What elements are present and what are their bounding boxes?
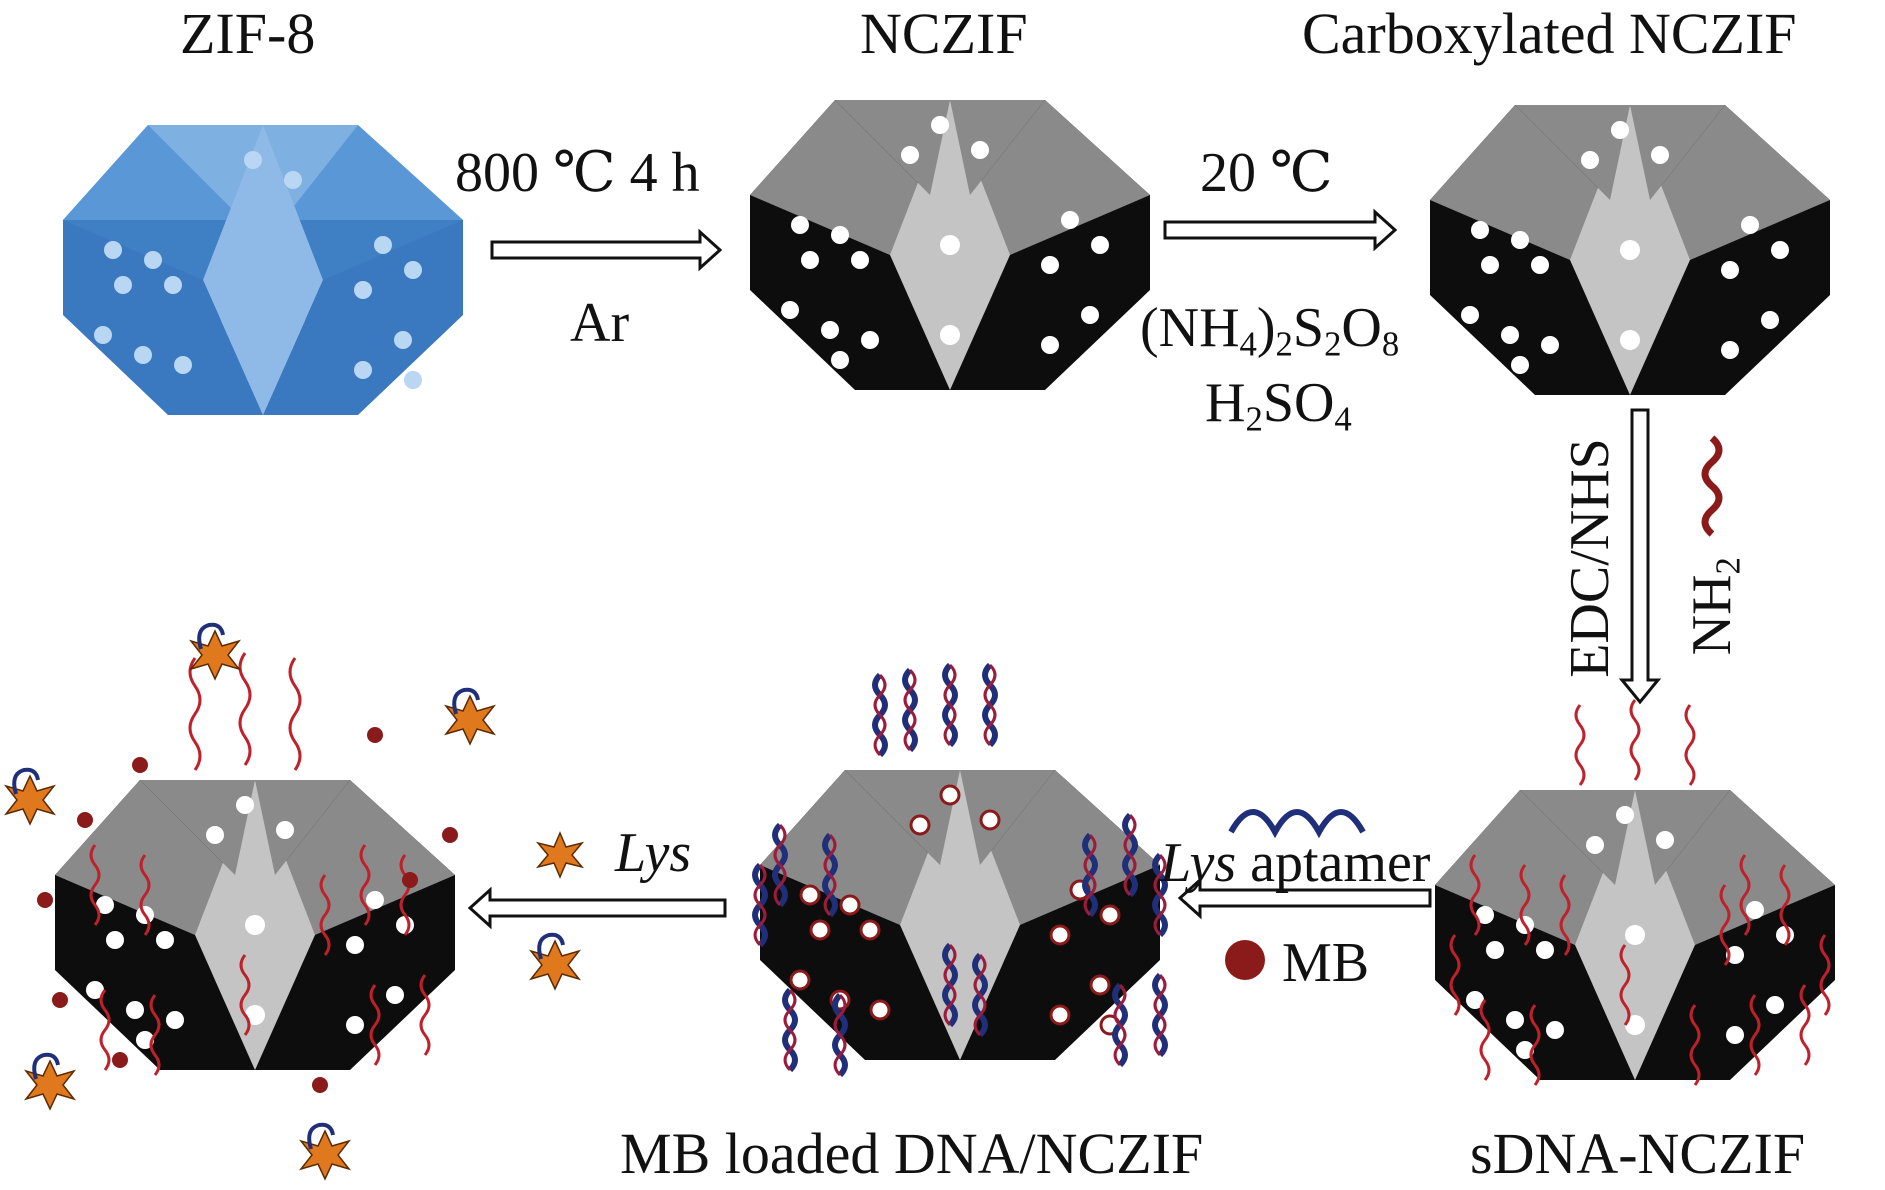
step2-oxidant: (NH4)2S2O8 — [1140, 297, 1400, 364]
title-zif8: ZIF-8 — [180, 1, 316, 66]
arrow-step2 — [1163, 208, 1398, 252]
nczif-crystal — [750, 100, 1150, 390]
step4-aptamer-label: Lys aptamer — [1160, 832, 1431, 894]
product-crystal — [55, 651, 455, 1077]
arrow-step4 — [1177, 876, 1432, 920]
step1-condition: 800 ℃ 4 h — [455, 142, 700, 204]
step4-mb-label: MB — [1282, 932, 1370, 994]
aminated-dna-icon — [1701, 435, 1723, 537]
step2-acid: H2SO4 — [1205, 372, 1352, 439]
carboxylated-nczif-crystal — [1430, 105, 1830, 395]
step1-atmosphere: Ar — [570, 292, 630, 354]
step2-temperature: 20 ℃ — [1200, 142, 1333, 204]
zif8-crystal — [63, 125, 463, 415]
step3-coupling-agents: EDC/NHS — [1559, 438, 1621, 678]
arrow-step3 — [1618, 408, 1662, 705]
step5-lys-label: Lys — [615, 822, 692, 884]
sdna-nczif-crystal — [1435, 698, 1835, 1087]
arrow-step1 — [490, 228, 723, 272]
title-mb-loaded-dna-nczif: MB loaded DNA/NCZIF — [620, 1121, 1204, 1186]
mb-icon — [1225, 940, 1265, 980]
title-sdna-nczif: sDNA-NCZIF — [1470, 1121, 1806, 1186]
title-nczif: NCZIF — [860, 1, 1028, 66]
aptamer-icon — [1228, 809, 1366, 839]
arrow-step5 — [467, 886, 727, 930]
mb-loaded-dna-nczif-crystal — [755, 665, 1165, 1075]
released-mb-particles — [37, 727, 458, 1093]
step3-amine-dna: NH2 — [1680, 557, 1748, 656]
title-carboxylated-nczif: Carboxylated NCZIF — [1302, 1, 1797, 66]
lys-icon — [537, 832, 583, 878]
